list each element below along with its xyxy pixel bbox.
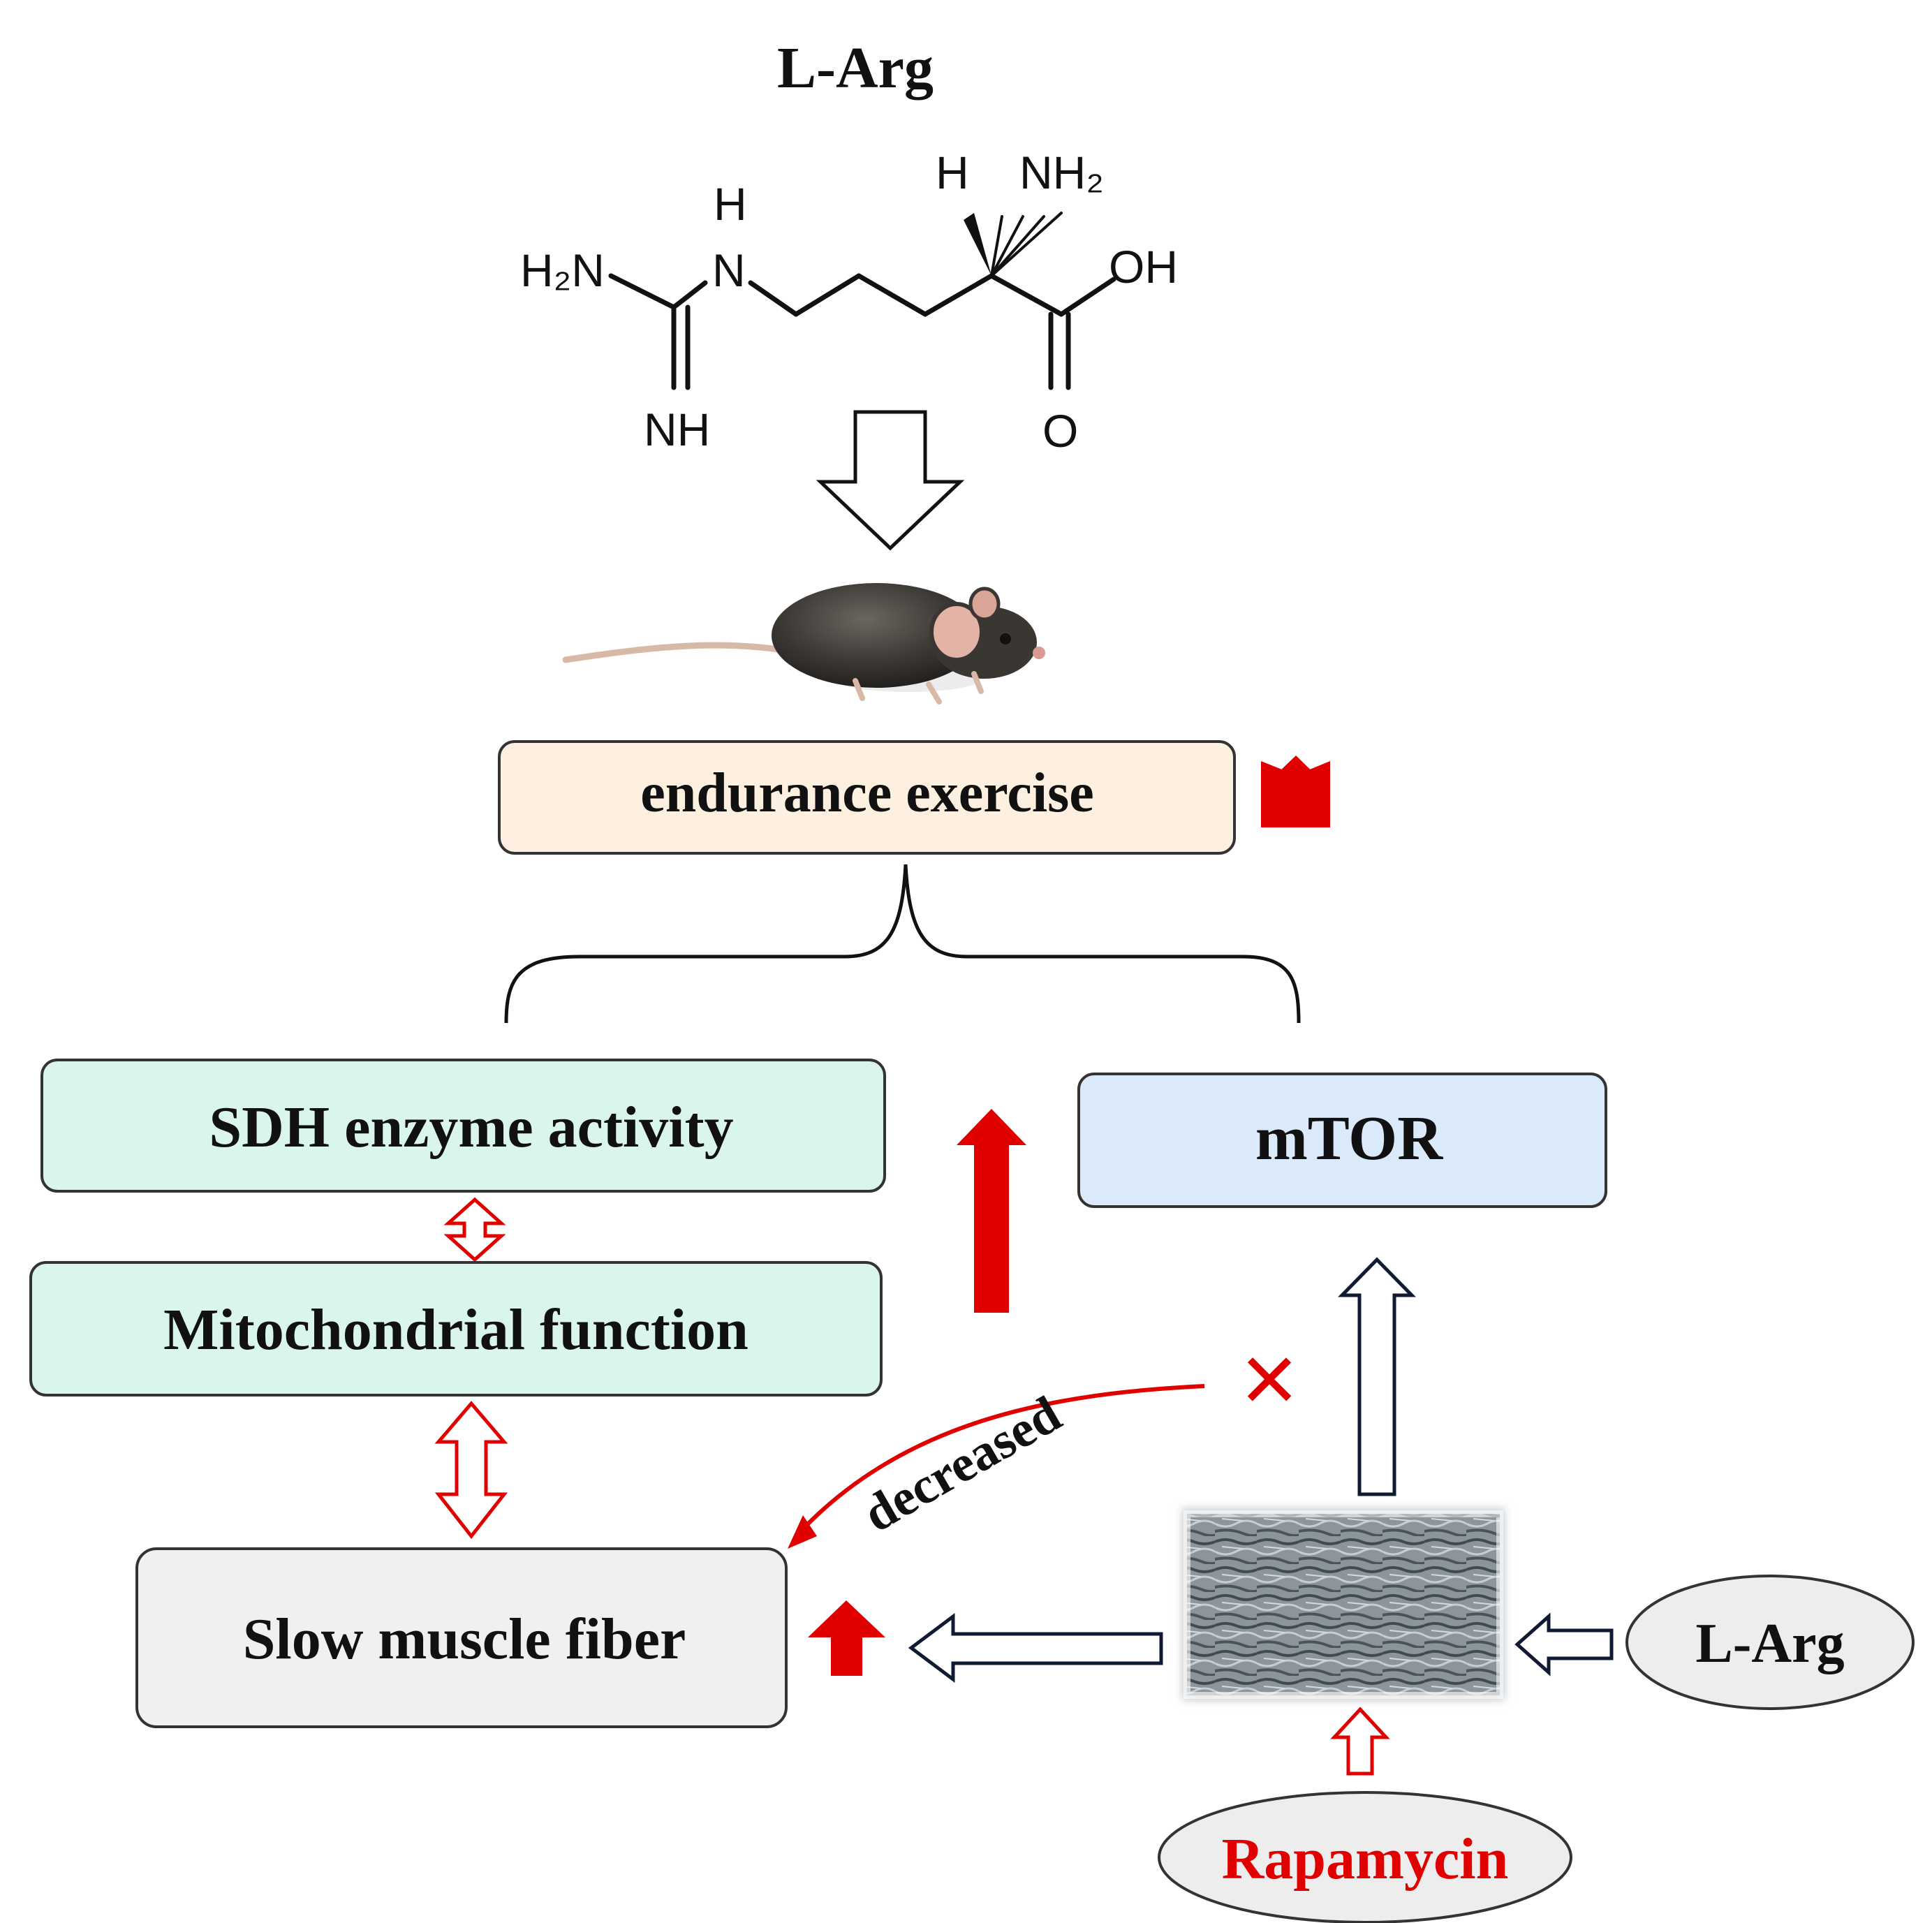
curly-brace xyxy=(504,864,1301,1024)
structure-atom-labels: H₂N H N NH H NH₂ OH O xyxy=(520,147,1178,457)
endurance-exercise-label: endurance exercise xyxy=(640,762,1093,824)
decreased-arrow-head xyxy=(788,1515,817,1549)
atom-n: N xyxy=(712,244,746,296)
double-arrow-mito-slow xyxy=(434,1401,508,1540)
up-arrow-from-rapamycin xyxy=(1330,1707,1390,1776)
up-arrow-slow xyxy=(808,1600,885,1676)
atom-o: O xyxy=(1042,405,1078,457)
atom-nh: NH xyxy=(644,404,710,455)
l-arg-ellipse-label: L-Arg xyxy=(1695,1613,1844,1674)
mtor-box xyxy=(1077,1073,1607,1208)
sdh-enzyme-activity-label: SDH enzyme activity xyxy=(209,1095,733,1160)
up-arrow-endurance-head xyxy=(1261,756,1330,789)
mouse-eye xyxy=(1000,633,1011,644)
l-arginine-structure xyxy=(608,212,1116,390)
atom-h2n: H₂N xyxy=(520,244,605,296)
mouse-ear-left xyxy=(929,602,984,662)
atom-oh: OH xyxy=(1109,241,1178,293)
left-arrow-from-larg xyxy=(1514,1612,1614,1677)
atom-h-stereo: H xyxy=(936,147,969,198)
mouse-body xyxy=(772,583,981,688)
mitochondrial-function-label: Mitochondrial function xyxy=(163,1297,749,1362)
left-arrow-to-slow xyxy=(908,1613,1163,1683)
mouse-ear-right xyxy=(968,587,1001,621)
mouse-image xyxy=(562,583,1045,705)
mitochondrial-function-box xyxy=(29,1261,883,1397)
cross-mark: × xyxy=(1241,1323,1298,1433)
page-title: L-Arg xyxy=(777,36,934,101)
mtor-label: mTOR xyxy=(1255,1104,1443,1173)
slow-muscle-fiber-box xyxy=(135,1547,788,1728)
down-arrow-hollow xyxy=(816,410,965,551)
rapamycin-label: Rapamycin xyxy=(1222,1827,1509,1892)
decreased-curve-arrow xyxy=(797,1384,1205,1535)
up-arrow-to-mtor xyxy=(1338,1257,1416,1496)
mouse-nose xyxy=(1033,647,1045,659)
slow-muscle-fiber-label: Slow muscle fiber xyxy=(243,1607,686,1672)
stereo-wedge xyxy=(964,213,991,276)
endurance-exercise-box xyxy=(498,740,1236,855)
up-arrow-center xyxy=(957,1109,1026,1313)
double-arrow-sdh-mito xyxy=(443,1197,506,1262)
atom-n-h: H xyxy=(714,178,747,230)
l-arg-ellipse xyxy=(1625,1575,1915,1710)
sdh-enzyme-activity-box xyxy=(40,1059,886,1193)
cell-culture-image xyxy=(1182,1508,1505,1700)
mouse-tail xyxy=(562,642,803,663)
rapamycin-ellipse xyxy=(1158,1791,1572,1923)
atom-nh2: NH₂ xyxy=(1019,147,1104,198)
